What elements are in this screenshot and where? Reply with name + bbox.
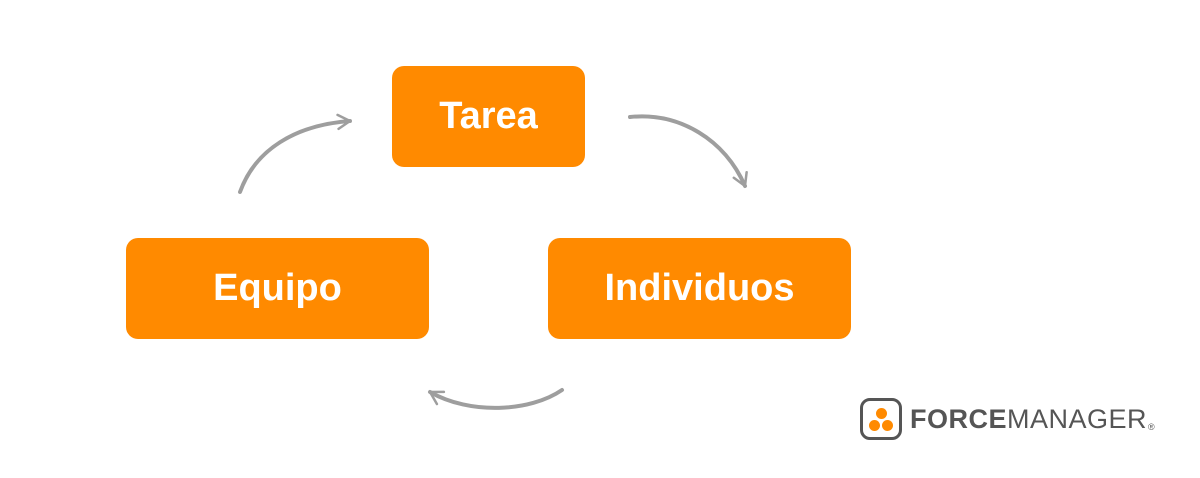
arrow-equipo-to-tarea	[238, 113, 352, 194]
forcemanager-logo-icon	[860, 398, 902, 440]
registered-mark: ®	[1148, 422, 1155, 432]
node-tarea: Tarea	[392, 66, 585, 167]
arrow-individuos-to-equipo	[428, 388, 564, 410]
logo-wordmark: FORCEMANAGER	[910, 404, 1147, 435]
arrow-tarea-to-individuos	[628, 114, 748, 188]
logo-text-bold: FORCE	[910, 403, 1007, 434]
node-tarea-label: Tarea	[439, 95, 538, 137]
forcemanager-logo: FORCEMANAGER ®	[860, 396, 1155, 442]
logo-text-light: MANAGER	[1007, 403, 1148, 434]
node-individuos: Individuos	[548, 238, 851, 339]
node-individuos-label: Individuos	[604, 267, 795, 309]
node-equipo-label: Equipo	[213, 267, 342, 309]
node-equipo: Equipo	[126, 238, 429, 339]
